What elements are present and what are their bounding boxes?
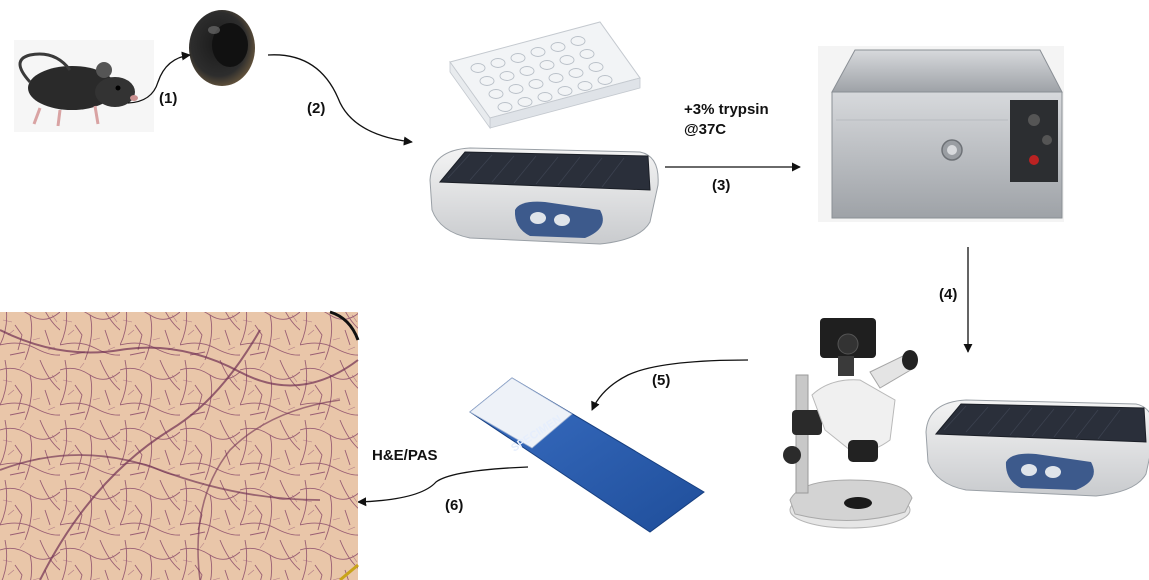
orbital-shaker-image-bottom <box>925 399 1149 497</box>
water-bath-image <box>818 46 1064 222</box>
eye-image <box>189 10 255 86</box>
orbital-shaker-image-top <box>429 147 659 245</box>
arrow-step-5 <box>591 359 749 411</box>
step-1-label: (1) <box>159 90 178 107</box>
mouse-image <box>14 40 154 132</box>
trypsin-line-2: @37C <box>684 121 727 138</box>
retina-micrograph-image <box>0 310 360 580</box>
trypsin-line-1: +3% trypsin <box>684 101 769 118</box>
stain-annotation: H&E/PAS <box>372 447 438 464</box>
microscope-slide-image: SPECIMEN <box>469 377 705 533</box>
well-plate-image <box>449 21 641 130</box>
arrow-step-2 <box>267 54 413 146</box>
stereo-microscope-image <box>783 318 918 529</box>
step-2-label: (2) <box>307 100 326 117</box>
arrow-step-6 <box>357 466 529 507</box>
arrow-step-1 <box>127 51 191 104</box>
step-4-label: (4) <box>939 286 958 303</box>
step-3-label: (3) <box>712 177 731 194</box>
trypsin-annotation: +3% trypsin @37C <box>684 100 769 140</box>
step-6-label: (6) <box>445 497 464 514</box>
step-5-label: (5) <box>652 372 671 389</box>
